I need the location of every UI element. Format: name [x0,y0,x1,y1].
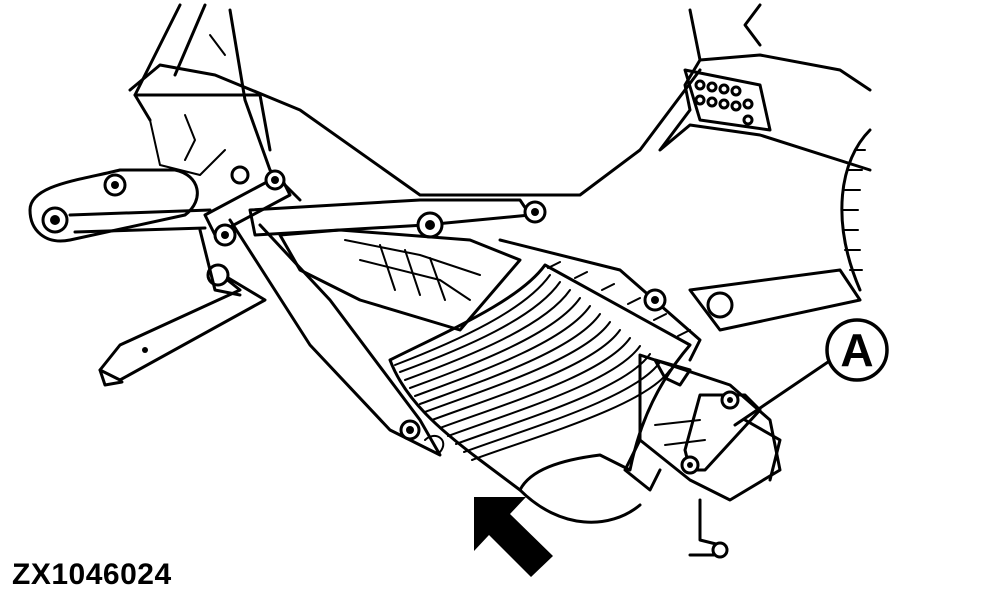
figure-id: ZX1046024 [12,558,172,591]
curved-tine-stack [388,261,692,492]
callout-label: A [840,324,873,376]
lever-handle [98,228,267,387]
link-bars [203,165,547,457]
right-lower-bracket [518,353,782,559]
upper-right-frame [658,3,872,292]
central-housing [278,228,862,362]
direction-arrow-icon [474,497,553,577]
upper-left-frame [128,3,702,202]
callout-circle [825,318,889,382]
left-pivot-arm [28,168,212,243]
bracket-holes [694,79,754,126]
callout-a: A [733,318,889,427]
